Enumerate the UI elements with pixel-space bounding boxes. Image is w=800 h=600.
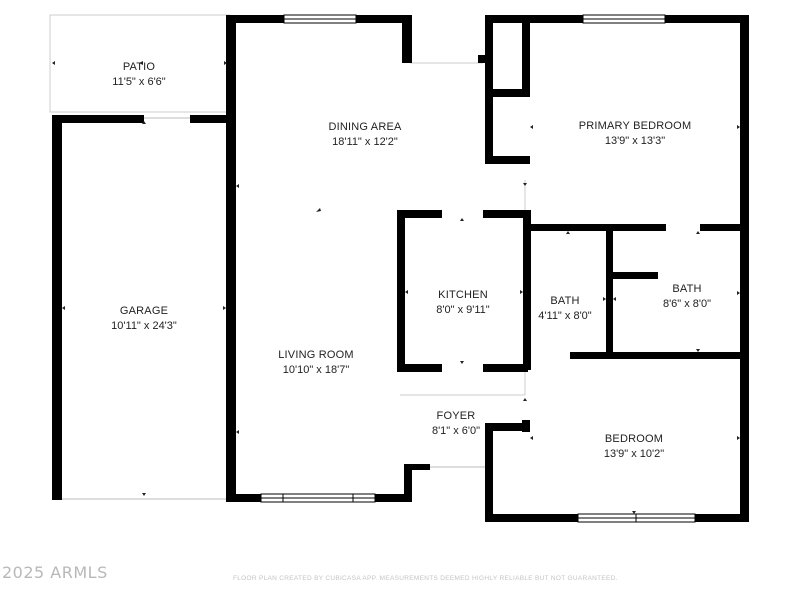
room-bath-large: BATH 8'6" x 8'0"	[663, 282, 711, 312]
room-kitchen: KITCHEN 8'0" x 9'11"	[436, 288, 489, 318]
room-name: FOYER	[436, 410, 476, 422]
room-name: DINING AREA	[328, 121, 402, 133]
openings	[62, 117, 485, 500]
room-dimensions: 10'11" x 24'3"	[111, 320, 177, 332]
disclaimer-text: FLOOR PLAN CREATED BY CUBICASA APP. MEAS…	[233, 575, 618, 582]
room-name: BEDROOM	[604, 433, 664, 445]
room-foyer: FOYER 8'1" x 6'0"	[432, 409, 480, 439]
room-name: LIVING ROOM	[278, 349, 354, 361]
room-name: BATH	[672, 283, 702, 295]
room-living-room: LIVING ROOM 10'10" x 18'7"	[278, 348, 354, 378]
room-dimensions: 18'11" x 12'2"	[332, 136, 398, 148]
room-garage: GARAGE 10'11" x 24'3"	[111, 304, 177, 334]
room-dimensions: 11'5" x 6'6"	[112, 76, 166, 88]
room-dimensions: 10'10" x 18'7"	[282, 364, 350, 376]
copyright-watermark: 2025 ARMLS	[2, 563, 108, 582]
room-primary-bedroom: PRIMARY BEDROOM 13'9" x 13'3"	[579, 119, 692, 149]
room-dimensions: 8'0" x 9'11"	[436, 304, 490, 316]
room-dimensions: 8'6" x 8'0"	[662, 298, 712, 310]
room-dimensions: 13'9" x 13'3"	[604, 135, 666, 147]
room-name: GARAGE	[119, 305, 169, 317]
room-name: PATIO	[122, 61, 156, 73]
room-bath-small: BATH 4'11" x 8'0"	[538, 294, 591, 324]
wall-markers	[52, 61, 740, 514]
room-patio: PATIO 11'5" x 6'6"	[112, 60, 165, 90]
room-name: PRIMARY BEDROOM	[578, 120, 692, 132]
room-dimensions: 4'11" x 8'0"	[538, 310, 592, 322]
room-name: KITCHEN	[438, 289, 488, 301]
room-name: BATH	[550, 295, 580, 307]
room-dining-area: DINING AREA 18'11" x 12'2"	[328, 120, 401, 150]
room-dimensions: 8'1" x 6'0"	[431, 425, 481, 437]
room-bedroom: BEDROOM 13'9" x 10'2"	[604, 432, 664, 462]
room-dimensions: 13'9" x 10'2"	[603, 448, 665, 460]
walls	[52, 15, 749, 522]
